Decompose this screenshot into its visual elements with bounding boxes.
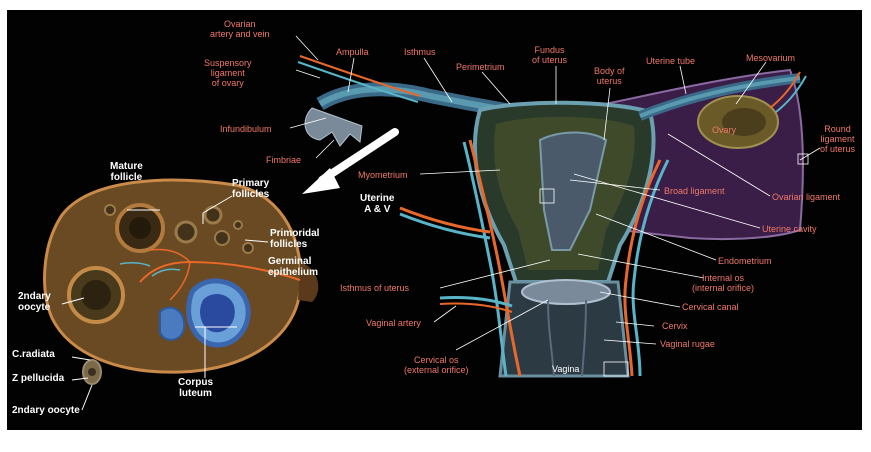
label-line: 2ndary xyxy=(18,291,51,302)
label-cervical-canal: Cervical canal xyxy=(682,302,739,312)
label-suspensory-ligament: Suspensory ligament of ovary xyxy=(204,58,252,88)
ovary-cross-section xyxy=(45,180,319,410)
label-mesovarium: Mesovarium xyxy=(746,53,795,63)
label-perimetrium: Perimetrium xyxy=(456,62,505,72)
label-line: Suspensory xyxy=(204,58,252,68)
label-line: Ovarian xyxy=(210,19,270,29)
label-vaginal-artery: Vaginal artery xyxy=(366,318,421,328)
label-line: Uterine xyxy=(360,193,394,204)
label-line: of ovary xyxy=(204,78,252,88)
label-line: Primary xyxy=(232,178,269,189)
label-corpus-luteum: Corpus luteum xyxy=(178,377,213,399)
label-body-of-uterus: Body of uterus xyxy=(594,66,625,86)
label-line: Internal os xyxy=(692,273,754,283)
label-myometrium: Myometrium xyxy=(358,170,408,180)
primary-follicle-shape xyxy=(176,222,196,242)
label-line: follicle xyxy=(110,172,143,183)
label-mature-follicle: Mature follicle xyxy=(110,161,143,183)
label-line: epithelium xyxy=(268,267,318,278)
label-vagina: Vagina xyxy=(552,364,579,374)
label-c-radiata: C.radiata xyxy=(12,349,55,360)
label-z-pellucida: Z pellucida xyxy=(12,373,64,384)
label-line: follicles xyxy=(270,239,319,250)
label-cervix: Cervix xyxy=(662,321,688,331)
label-uterine-tube: Uterine tube xyxy=(646,56,695,66)
label-infundibulum: Infundibulum xyxy=(220,124,272,134)
label-uterine-av: Uterine A & V xyxy=(360,193,394,215)
label-line: uterus xyxy=(594,76,625,86)
label-line: Fundus xyxy=(532,45,567,55)
label-line: A & V xyxy=(360,204,394,215)
label-uterine-cavity: Uterine cavity xyxy=(762,224,817,234)
label-fimbriae: Fimbriae xyxy=(266,155,301,165)
label-line: of uterus xyxy=(820,144,855,154)
label-line: Cervical os xyxy=(404,355,469,365)
label-line: artery and vein xyxy=(210,29,270,39)
label-line: (internal orifice) xyxy=(692,283,754,293)
label-round-ligament: Round ligament of uterus xyxy=(820,124,855,154)
label-ovary: Ovary xyxy=(712,125,736,135)
label-line: ligament xyxy=(820,134,855,144)
label-primordial-follicles: Primoridal follicles xyxy=(270,228,319,250)
label-line: Mature xyxy=(110,161,143,172)
label-isthmus-of-uterus: Isthmus of uterus xyxy=(340,283,409,293)
label-vaginal-rugae: Vaginal rugae xyxy=(660,339,715,349)
label-primary-follicles: Primary follicles xyxy=(232,178,269,200)
label-line: ligament xyxy=(204,68,252,78)
label-secondary-oocyte: 2ndary oocyte xyxy=(18,291,51,313)
label-line: Primoridal xyxy=(270,228,319,239)
label-line: Round xyxy=(820,124,855,134)
label-line: Germinal xyxy=(268,256,318,267)
label-cervical-os: Cervical os (external orifice) xyxy=(404,355,469,375)
label-line: follicles xyxy=(232,189,269,200)
label-germinal-epithelium: Germinal epithelium xyxy=(268,256,318,278)
label-ovarian-artery-vein: Ovarian artery and vein xyxy=(210,19,270,39)
pointer-arrow xyxy=(302,132,395,194)
label-secondary-oocyte-2: 2ndary oocyte xyxy=(12,405,80,416)
label-line: oocyte xyxy=(18,302,51,313)
label-endometrium: Endometrium xyxy=(718,256,772,266)
label-ovarian-ligament: Ovarian ligament xyxy=(772,192,840,202)
label-isthmus: Isthmus xyxy=(404,47,436,57)
label-line: Corpus xyxy=(178,377,213,388)
label-line: (external orifice) xyxy=(404,365,469,375)
label-line: luteum xyxy=(178,388,213,399)
label-line: of uterus xyxy=(532,55,567,65)
label-internal-os: Internal os (internal orifice) xyxy=(692,273,754,293)
label-fundus: Fundus of uterus xyxy=(532,45,567,65)
label-ampulla: Ampulla xyxy=(336,47,369,57)
label-broad-ligament: Broad ligament xyxy=(664,186,725,196)
label-line: Body of xyxy=(594,66,625,76)
